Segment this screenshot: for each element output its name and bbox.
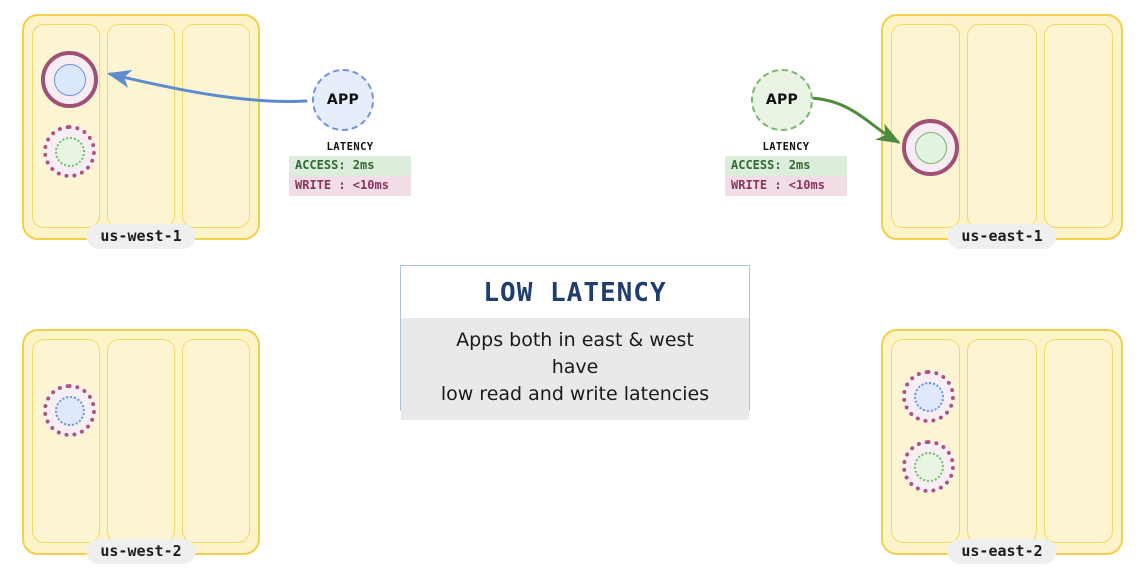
zone-column-3 <box>1043 24 1113 228</box>
zone-column-3 <box>182 24 250 228</box>
region-us-east-2: us-east-2 <box>881 329 1123 564</box>
replica-core <box>53 63 86 96</box>
zone-columns <box>891 24 1113 228</box>
replica-core <box>54 136 85 167</box>
replica-core <box>914 131 947 164</box>
replica-secondary-blue[interactable] <box>902 370 955 423</box>
region-us-east-1: us-east-1 <box>881 14 1123 249</box>
region-label-us-west-1: us-west-1 <box>86 224 196 249</box>
replica-core <box>54 395 85 426</box>
replica-primary-green[interactable] <box>902 119 959 176</box>
callout-body: Apps both in east & west have low read a… <box>401 318 749 420</box>
latency-block-west: LATENCY ACCESS: 2ms WRITE : <10ms <box>289 141 411 196</box>
callout-line-3: low read and write latencies <box>440 382 710 405</box>
zone-column-2 <box>107 24 175 228</box>
zone-columns <box>891 339 1113 543</box>
callout-line-1: Apps both in east & west <box>456 329 694 351</box>
region-us-west-2: us-west-2 <box>22 329 260 564</box>
region-label-us-east-2: us-east-2 <box>947 539 1057 564</box>
app-node-east[interactable]: APP <box>751 69 813 131</box>
region-us-west-1: us-west-1 <box>22 14 260 249</box>
replica-secondary-green[interactable] <box>43 125 96 178</box>
replica-core <box>913 381 944 412</box>
app-node-west[interactable]: APP <box>312 69 374 131</box>
zone-column-1 <box>891 24 961 228</box>
app-node-label: APP <box>765 92 799 108</box>
zone-column-1 <box>32 24 100 228</box>
latency-title: LATENCY <box>762 141 810 153</box>
zone-columns <box>32 339 250 543</box>
replica-secondary-green[interactable] <box>902 440 955 493</box>
latency-block-east: LATENCY ACCESS: 2ms WRITE : <10ms <box>725 141 847 196</box>
zone-column-3 <box>182 339 250 543</box>
zone-column-2 <box>967 24 1037 228</box>
zone-column-1 <box>891 339 961 543</box>
latency-write-row: WRITE : <10ms <box>725 176 847 196</box>
callout-title: LOW LATENCY <box>401 266 749 318</box>
low-latency-callout: LOW LATENCY Apps both in east & west hav… <box>400 265 750 420</box>
region-label-us-west-2: us-west-2 <box>86 539 196 564</box>
zone-columns <box>32 24 250 228</box>
zone-column-1 <box>32 339 100 543</box>
latency-write-row: WRITE : <10ms <box>289 176 411 196</box>
latency-title: LATENCY <box>326 141 374 153</box>
zone-column-2 <box>967 339 1037 543</box>
replica-primary-blue[interactable] <box>41 51 98 108</box>
callout-line-2: have <box>551 355 599 378</box>
replica-core <box>913 451 944 482</box>
latency-access-row: ACCESS: 2ms <box>289 156 411 176</box>
zone-column-2 <box>107 339 175 543</box>
region-label-us-east-1: us-east-1 <box>947 224 1057 249</box>
app-node-label: APP <box>326 92 360 108</box>
latency-access-row: ACCESS: 2ms <box>725 156 847 176</box>
zone-column-3 <box>1043 339 1113 543</box>
replica-secondary-blue[interactable] <box>43 384 96 437</box>
